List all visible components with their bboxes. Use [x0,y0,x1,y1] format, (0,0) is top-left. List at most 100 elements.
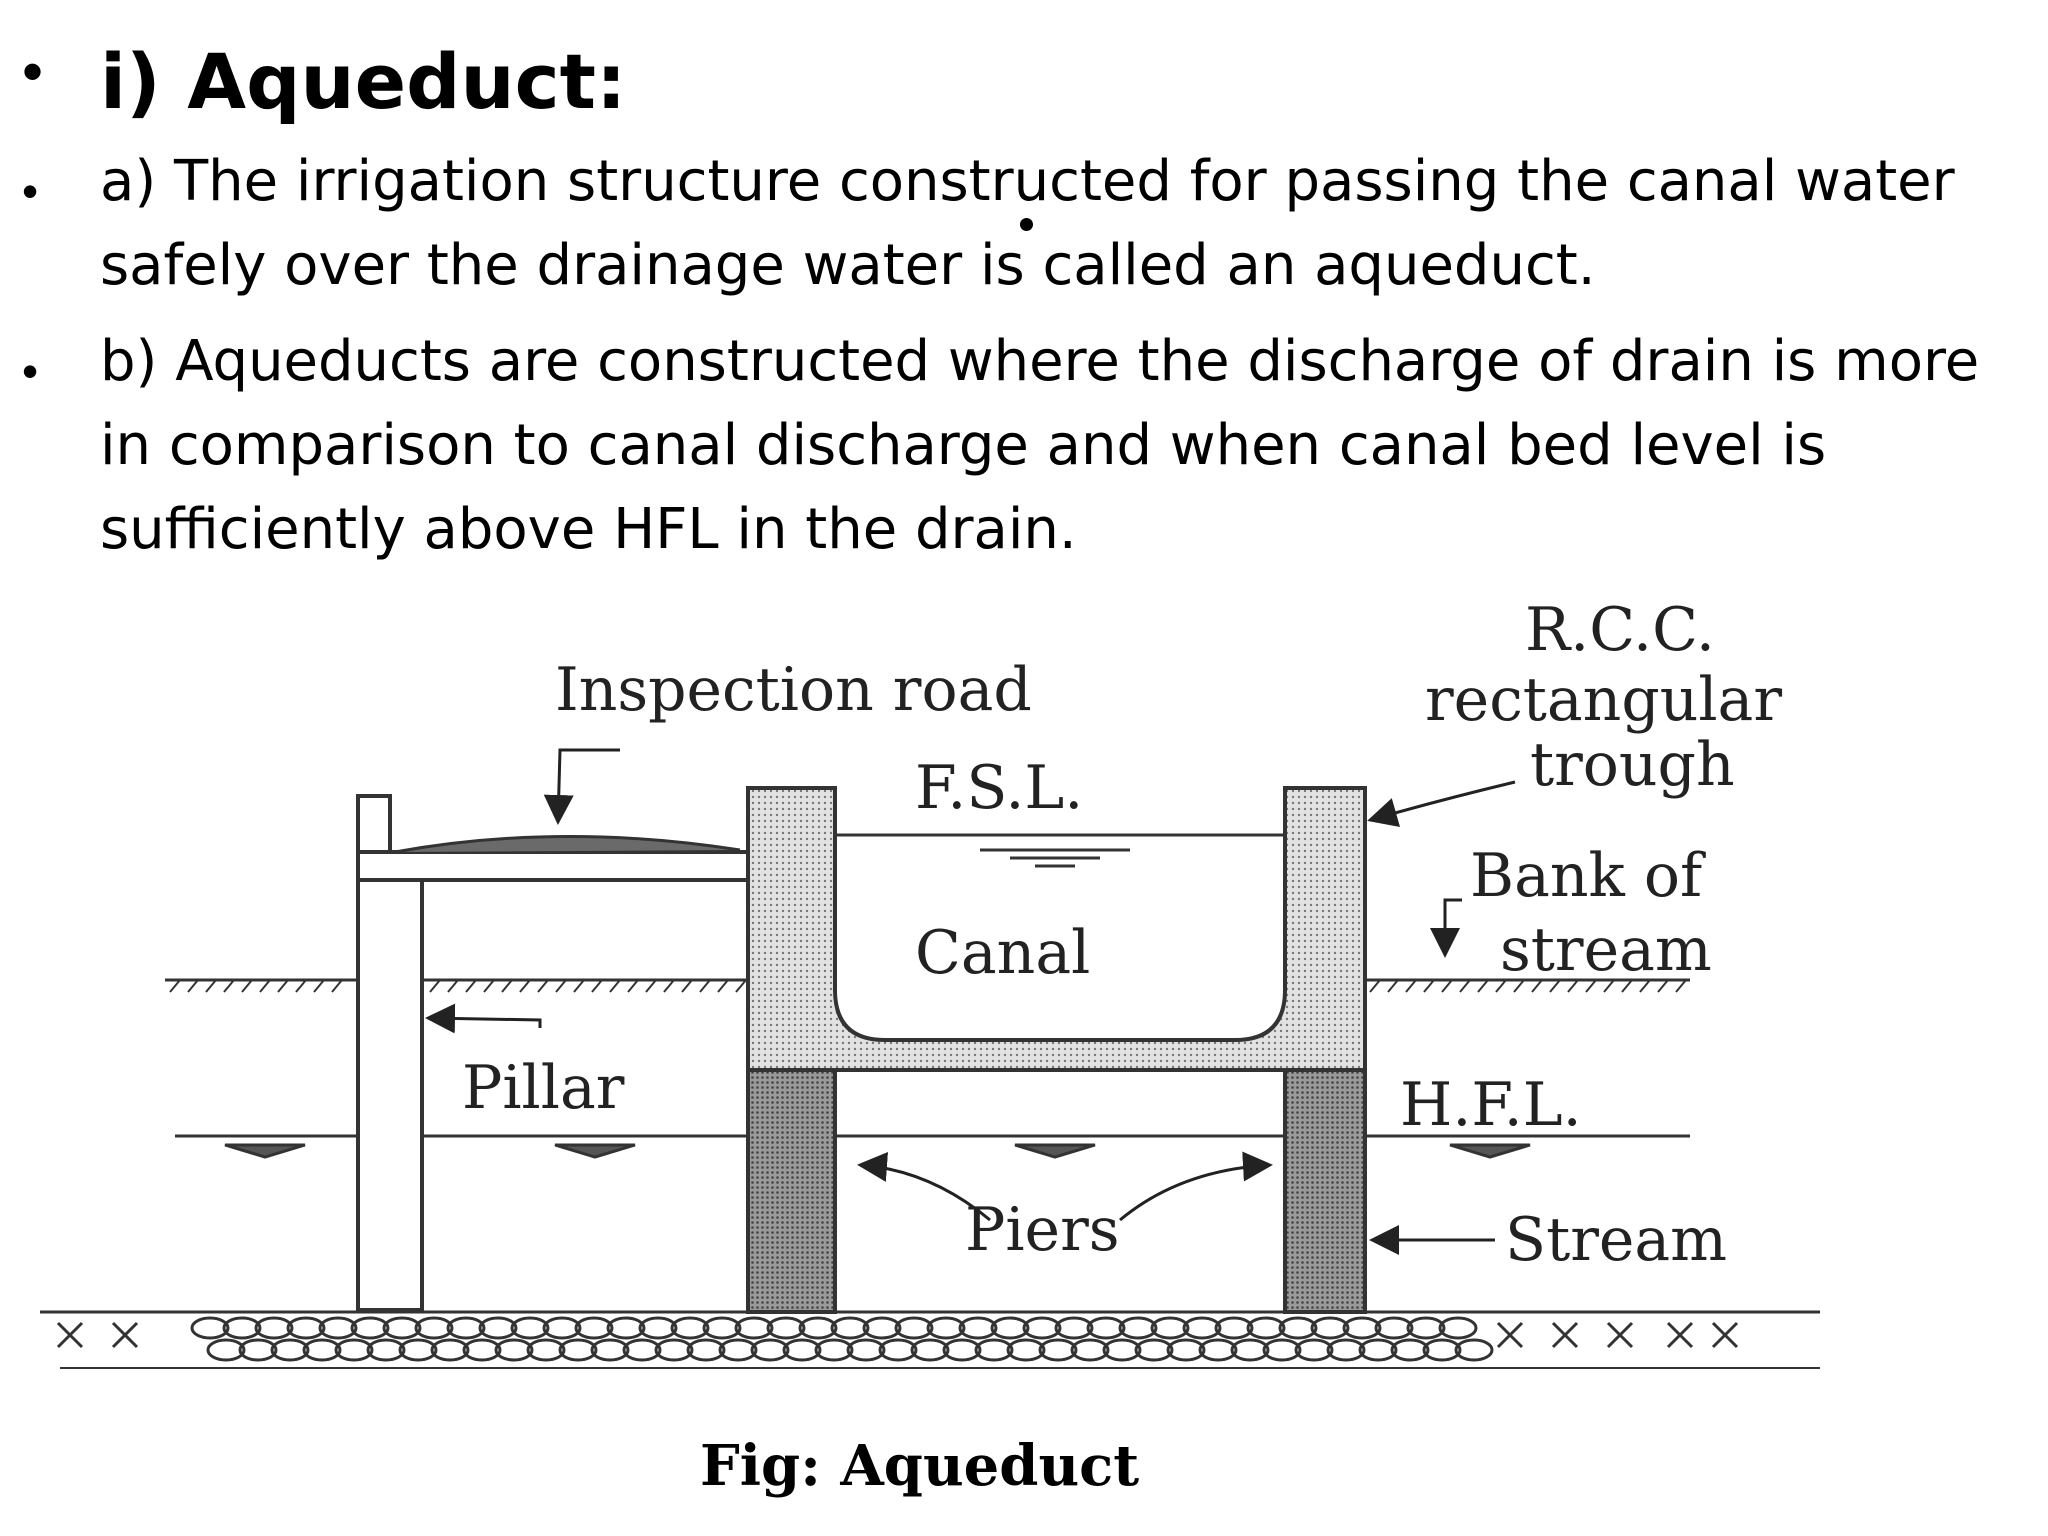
arrows [425,748,1516,1255]
gravel-stone [862,1316,902,1340]
gravel-stone [270,1338,310,1362]
gravel-stone [558,1338,598,1362]
gravel-stone [798,1316,838,1340]
gravel-stone [670,1316,710,1340]
gravel-stone [1230,1338,1270,1362]
slide-title: i) Aqueduct: [100,37,627,126]
gravel-stone [238,1338,278,1362]
hatch-mark [187,979,199,993]
hatch-mark [313,979,325,993]
gravel-stone [1086,1316,1126,1340]
hatch-mark [1405,979,1417,993]
hatch-mark [1387,979,1399,993]
hatch-mark [1459,979,1471,993]
gravel-stone [1214,1316,1254,1340]
gravel-stone [1070,1338,1110,1362]
gravel-stone [1342,1316,1382,1340]
gravel-stone [510,1316,550,1340]
label-stream: Stream [1505,1205,1727,1275]
hatch-mark [1621,979,1633,993]
gravel-stone [1022,1316,1062,1340]
cross-mark [56,1321,84,1349]
label-piers: Piers [965,1195,1120,1265]
gravel-stone [990,1316,1030,1340]
gravel-stone [654,1338,694,1362]
gravel-stone [1102,1338,1142,1362]
hatch-mark [465,979,477,993]
gravel-stone [1134,1338,1174,1362]
piers-shapes [746,1068,1367,1314]
hatch-mark [1441,979,1453,993]
label-pillar: Pillar [462,1053,625,1123]
gravel-stone [926,1316,966,1340]
gravel-stone [462,1338,502,1362]
gravel-stone [526,1338,566,1362]
cross-mark [1711,1321,1739,1349]
bullet-text-a: a) The irrigation structure constructed … [100,149,1955,298]
gravel-stone [702,1316,742,1340]
cross-mark [111,1321,139,1349]
cross-mark [1496,1321,1524,1349]
gravel-stone [542,1316,582,1340]
pillar [356,794,750,1312]
hatch-mark [1477,979,1489,993]
gravel-stone [1454,1338,1494,1362]
gravel-stone [814,1338,854,1362]
label-rcc-2: rectangular [1425,665,1782,735]
aqueduct-diagram: Inspection road F.S.L. Canal Pillar Pier… [40,595,1820,1499]
hatch-mark [1657,979,1669,993]
gravel-stone [318,1316,358,1340]
rcc-trough [746,786,1367,1072]
gravel-stone [590,1338,630,1362]
hatch-mark [1675,979,1687,993]
gravel-stone [1294,1338,1334,1362]
hatch-mark [1513,979,1525,993]
hatch-mark [483,979,495,993]
label-canal: Canal [915,918,1090,988]
hatch-mark [1549,979,1561,993]
hatch-mark [645,979,657,993]
gravel-stone [478,1316,518,1340]
hatch-mark [1495,979,1507,993]
hatch-mark [555,979,567,993]
hatch-mark [1585,979,1597,993]
hatch-mark [591,979,603,993]
bank-ground-line [165,978,1690,993]
gravel-stone [334,1338,374,1362]
hatch-mark [277,979,289,993]
bullet-dot: • [22,165,39,217]
hatch-mark [429,979,441,993]
gravel-stone [414,1316,454,1340]
gravel-stone [1438,1316,1478,1340]
gravel-stone [1006,1338,1046,1362]
gravel-stone [494,1338,534,1362]
cross-mark [1666,1321,1694,1349]
gravel-stone [734,1316,774,1340]
gravel-stone [782,1338,822,1362]
hatch-mark [223,979,235,993]
gravel-stone [1278,1316,1318,1340]
gravel-stone [382,1316,422,1340]
hatch-mark [241,979,253,993]
gravel-stone [878,1338,918,1362]
gravel-stone [830,1316,870,1340]
gravel-stone [1166,1338,1206,1362]
hatch-mark [169,979,181,993]
gravel-stone [1422,1338,1462,1362]
hatch-mark [205,979,217,993]
gravel-stone [302,1338,342,1362]
gravel-stone [430,1338,470,1362]
gravel-stone [942,1338,982,1362]
gravel-stone [622,1338,662,1362]
gravel-stone [350,1316,390,1340]
gravel-stone [1390,1338,1430,1362]
gravel-bed [40,1310,1820,1369]
hatch-mark [627,979,639,993]
hatch-mark [573,979,585,993]
hatch-mark [259,979,271,993]
hatch-mark [735,979,747,993]
label-hfl: H.F.L. [1400,1070,1582,1140]
gravel-stone [958,1316,998,1340]
gravel-stone [1150,1316,1190,1340]
hatch-mark [1639,979,1651,993]
